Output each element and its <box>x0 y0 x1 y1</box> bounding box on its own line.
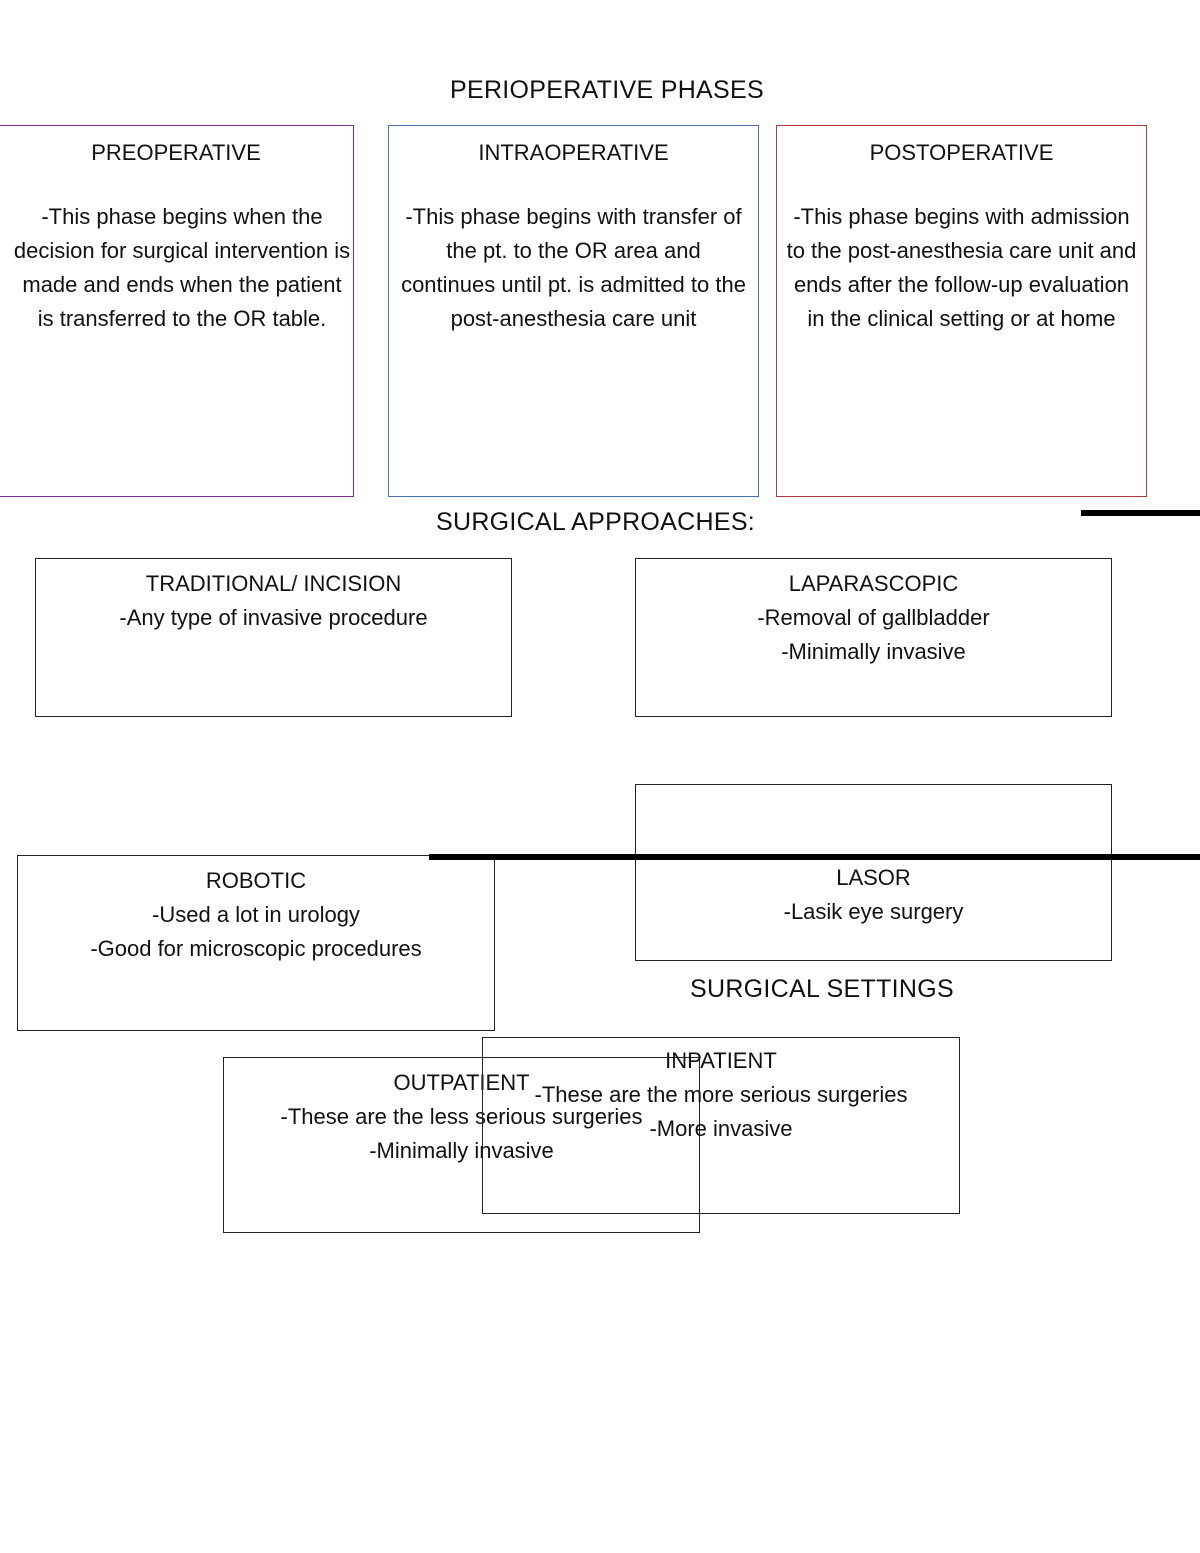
laparascopic-title: LAPARASCOPIC <box>788 571 959 596</box>
intraoperative-title: INTRAOPERATIVE <box>478 140 669 165</box>
outpatient-line-1: -These are the less serious surgeries <box>280 1104 643 1129</box>
perioperative-phases-heading: PERIOPERATIVE PHASES <box>450 76 764 104</box>
outpatient-title: OUTPATIENT <box>393 1070 530 1095</box>
lasor-box: LASOR -Lasik eye surgery <box>635 784 1112 961</box>
divider-line-middle <box>429 854 1200 860</box>
laparascopic-box: LAPARASCOPIC -Removal of gallbladder -Mi… <box>635 558 1112 717</box>
outpatient-line-2: -Minimally invasive <box>369 1138 554 1163</box>
inpatient-line-2: -More invasive <box>649 1116 793 1141</box>
surgical-approaches-heading: SURGICAL APPROACHES: <box>436 508 756 536</box>
traditional-incision-title: TRADITIONAL/ INCISION <box>145 571 402 596</box>
traditional-incision-line-1: -Any type of invasive procedure <box>119 605 428 630</box>
robotic-title: ROBOTIC <box>205 868 307 893</box>
postoperative-box: POSTOPERATIVE -This phase begins with ad… <box>776 125 1147 497</box>
inpatient-title: INPATIENT <box>665 1048 777 1073</box>
preoperative-box: PREOPERATIVE -This phase begins when the… <box>0 125 354 497</box>
preoperative-description: -This phase begins when the decision for… <box>13 204 351 331</box>
preoperative-title: PREOPERATIVE <box>91 140 261 165</box>
robotic-box: ROBOTIC -Used a lot in urology -Good for… <box>17 855 495 1031</box>
surgical-settings-heading: SURGICAL SETTINGS <box>690 975 954 1003</box>
laparascopic-line-1: -Removal of gallbladder <box>757 605 990 630</box>
postoperative-description: -This phase begins with admission to the… <box>786 204 1137 331</box>
outpatient-box: OUTPATIENT -These are the less serious s… <box>223 1057 700 1233</box>
intraoperative-description: -This phase begins with transfer of the … <box>401 204 746 331</box>
robotic-line-2: -Good for microscopic procedures <box>90 936 422 961</box>
robotic-line-1: -Used a lot in urology <box>152 902 360 927</box>
lasor-title: LASOR <box>836 865 911 890</box>
intraoperative-box: INTRAOPERATIVE -This phase begins with t… <box>388 125 759 497</box>
divider-line-top <box>1081 510 1200 516</box>
traditional-incision-box: TRADITIONAL/ INCISION -Any type of invas… <box>35 558 512 717</box>
inpatient-line-1: -These are the more serious surgeries <box>534 1082 908 1107</box>
inpatient-box: INPATIENT -These are the more serious su… <box>482 1037 960 1214</box>
laparascopic-line-2: -Minimally invasive <box>781 639 966 664</box>
postoperative-title: POSTOPERATIVE <box>869 140 1054 165</box>
lasor-line-1: -Lasik eye surgery <box>783 899 964 924</box>
